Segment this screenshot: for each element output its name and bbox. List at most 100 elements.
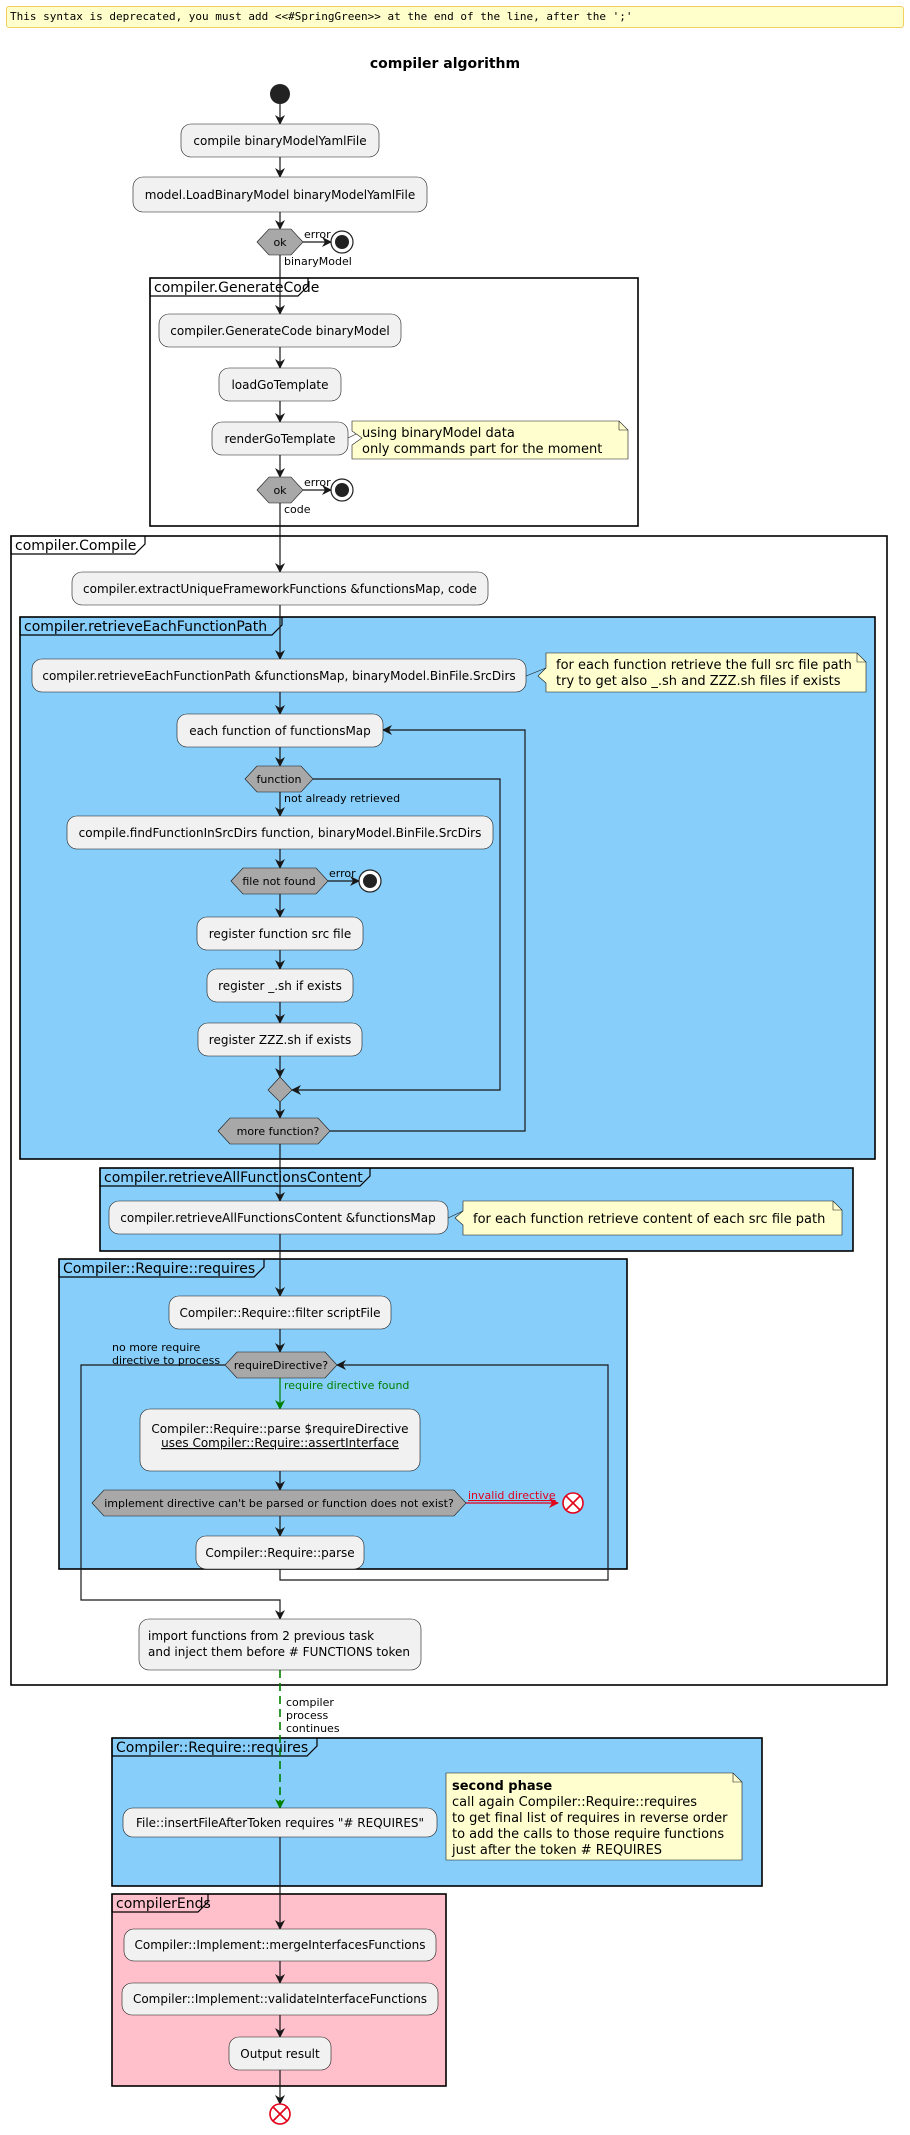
edge-label-error-1: error — [304, 228, 331, 241]
edge-label-require-found: require directive found — [284, 1379, 409, 1392]
end-node-final — [269, 2103, 291, 2125]
activity-load-binary — [132, 176, 428, 213]
deprecation-warning-text: This syntax is deprecated, you must add … — [10, 10, 633, 23]
activity-generate-code — [158, 313, 402, 348]
partition-requires-2-label: Compiler::Require::requires — [116, 1740, 308, 1756]
activity-retrieve-all — [108, 1200, 449, 1235]
decision-ok-1-label: ok — [273, 236, 287, 249]
note-retrieve-each — [525, 652, 867, 693]
decision-ok-1 — [256, 228, 304, 256]
edge-label-error-2: error — [304, 476, 331, 489]
partition-requires-1-tab — [58, 1259, 265, 1278]
activity-extract-functions-label: compiler.extractUniqueFrameworkFunctions… — [83, 582, 477, 596]
decision-implement-directive — [91, 1489, 467, 1517]
note-second-phase-line-1: call again Compiler::Require::requires — [452, 1795, 697, 1810]
note-retrieve-each-line-2: try to get also _.sh and ZZZ.sh files if… — [556, 674, 841, 689]
activity-register-underscore — [206, 968, 354, 1003]
note-retrieve-all-line-1: for each function retrieve content of ea… — [473, 1212, 825, 1227]
activity-require-parse — [195, 1535, 365, 1570]
merge-diamond — [267, 1076, 293, 1103]
partition-retrieve-all-tab — [99, 1168, 371, 1187]
activity-compile-yaml-label: compile binaryModelYamlFile — [193, 134, 366, 148]
edge-label-compiler-process-3: continues — [286, 1722, 340, 1735]
note-second-phase — [445, 1772, 743, 1861]
partition-generate-code — [149, 277, 639, 527]
end-node-error-3 — [358, 869, 382, 893]
edge-label-binary-model: binaryModel — [284, 255, 352, 268]
partition-requires-2-tab — [111, 1738, 318, 1757]
partition-retrieve-all-label: compiler.retrieveAllFunctionsContent — [104, 1170, 363, 1186]
decision-more-function-label: more function? — [237, 1125, 320, 1138]
edge-label-no-more-require-1: no more require — [112, 1341, 201, 1354]
edge-label-no-more-require-2: directive to process — [112, 1354, 220, 1367]
activity-each-function — [176, 713, 384, 748]
decision-ok-2 — [256, 476, 304, 504]
activity-register-zzz-label: register ZZZ.sh if exists — [209, 1033, 351, 1047]
partition-retrieve-each-label: compiler.retrieveEachFunctionPath — [24, 619, 267, 635]
activity-register-underscore-label: register _.sh if exists — [218, 979, 342, 993]
edge-label-code: code — [284, 503, 311, 516]
edge-label-compiler-process-2: process — [286, 1709, 329, 1722]
partition-compile — [10, 535, 888, 1686]
decision-file-not-found-label: file not found — [242, 875, 315, 888]
activity-import-functions-label-2: and inject them before # FUNCTIONS token — [148, 1645, 410, 1659]
activity-load-binary-label: model.LoadBinaryModel binaryModelYamlFil… — [145, 188, 415, 202]
activity-load-go-template — [218, 367, 342, 402]
note-retrieve-all — [447, 1200, 843, 1236]
activity-validate-interfaces — [121, 1982, 439, 2016]
partition-generate-code-label: compiler.GenerateCode — [154, 280, 319, 296]
decision-require-directive-label: requireDirective? — [234, 1359, 328, 1372]
activity-find-function-label: compile.findFunctionInSrcDirs function, … — [79, 826, 482, 840]
partition-compiler-ends-label: compilerEnds — [116, 1896, 211, 1912]
activity-filter-script — [168, 1295, 392, 1330]
end-node-error-1 — [330, 230, 354, 254]
activity-require-parse-label: Compiler::Require::parse — [205, 1546, 354, 1560]
end-node-error-2 — [330, 478, 354, 502]
activity-compile-yaml — [180, 123, 380, 158]
decision-file-not-found — [230, 867, 329, 895]
decision-implement-directive-label: implement directive can't be parsed or f… — [104, 1497, 454, 1510]
start-node — [270, 84, 290, 104]
activity-merge-interfaces — [123, 1928, 437, 1962]
partition-compile-label: compiler.Compile — [15, 538, 136, 554]
activity-parse-directive — [139, 1408, 421, 1472]
activity-render-go-template-label: renderGoTemplate — [225, 432, 336, 446]
edge-label-error-3: error — [329, 867, 356, 880]
note-render-line-2: only commands part for the moment — [362, 442, 602, 457]
decision-function-label: function — [257, 773, 302, 786]
partition-requires-1-label: Compiler::Require::requires — [63, 1261, 255, 1277]
activity-parse-directive-label-2: uses Compiler::Require::assertInterface — [161, 1436, 399, 1450]
diagram-title: compiler algorithm — [370, 56, 520, 72]
activity-insert-file — [122, 1807, 438, 1838]
activity-load-go-template-label: loadGoTemplate — [231, 378, 328, 392]
partition-compile-tab — [10, 536, 146, 555]
decision-require-directive — [224, 1351, 338, 1379]
activity-import-functions-label-1: import functions from 2 previous task — [148, 1629, 374, 1643]
activity-merge-interfaces-label: Compiler::Implement::mergeInterfacesFunc… — [135, 1938, 426, 1952]
note-second-phase-line-4: just after the token # REQUIRES — [451, 1843, 662, 1858]
activity-render-go-template — [211, 421, 349, 456]
activity-extract-functions — [71, 571, 489, 606]
activity-parse-directive-label-1: Compiler::Require::parse $requireDirecti… — [151, 1422, 408, 1436]
note-render — [347, 420, 629, 460]
activity-register-src-label: register function src file — [209, 927, 352, 941]
note-second-phase-line-3: to add the calls to those require functi… — [452, 1827, 724, 1842]
activity-retrieve-each-label: compiler.retrieveEachFunctionPath &funct… — [42, 669, 515, 683]
partition-compiler-ends-tab — [111, 1894, 209, 1913]
activity-register-src — [196, 916, 364, 951]
edge-label-not-already-retrieved: not already retrieved — [284, 792, 400, 805]
note-retrieve-each-line-1: for each function retrieve the full src … — [556, 658, 852, 673]
decision-more-function — [217, 1117, 331, 1145]
note-second-phase-line-2: to get final list of requires in reverse… — [452, 1811, 728, 1826]
activity-filter-script-label: Compiler::Require::filter scriptFile — [179, 1306, 380, 1320]
activity-validate-interfaces-label: Compiler::Implement::validateInterfaceFu… — [133, 1992, 427, 2006]
deprecation-warning-box — [6, 6, 904, 28]
decision-ok-2-label: ok — [273, 484, 287, 497]
activity-each-function-label: each function of functionsMap — [189, 724, 371, 738]
edge-label-invalid-directive: invalid directive — [468, 1489, 556, 1502]
partition-retrieve-each-tab — [19, 617, 283, 636]
activity-output-result — [228, 2036, 332, 2071]
activity-output-result-label: Output result — [240, 2047, 320, 2061]
activity-insert-file-label: File::insertFileAfterToken requires "# R… — [136, 1816, 424, 1830]
